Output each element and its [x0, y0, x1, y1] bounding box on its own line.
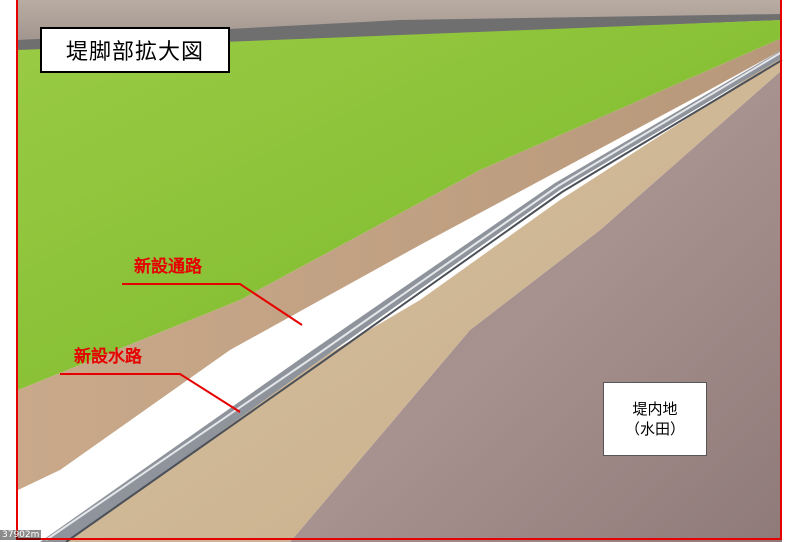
new-channel: [40, 50, 782, 542]
inner-land-line1: 堤内地: [632, 399, 678, 418]
title-text: 堤脚部拡大図: [65, 40, 204, 65]
road-leader-line: [122, 283, 303, 326]
inner-land-label: 堤内地 （水田）: [603, 382, 707, 456]
channel-edge-shadow: [65, 59, 783, 542]
title-box: 堤脚部拡大図: [40, 27, 230, 73]
road-callout: 新設通路: [134, 257, 202, 277]
channel-edge-highlight: [45, 51, 783, 541]
scale-readout: 37902m: [0, 530, 42, 540]
grass-slope: [18, 20, 782, 390]
new-road-surface: [18, 38, 782, 490]
inner-land-line2: （水田）: [624, 420, 685, 438]
channel-callout: 新設水路: [74, 347, 142, 367]
channel-leader-line: [60, 373, 241, 413]
